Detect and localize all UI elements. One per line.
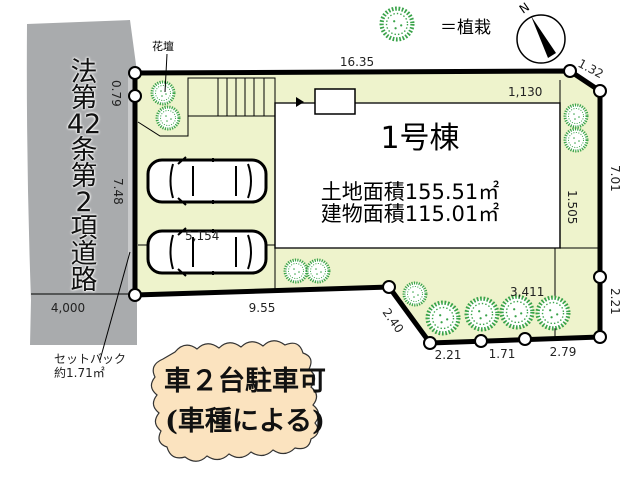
planting-circle-icon <box>402 281 428 307</box>
road-label-char: 第 <box>70 161 98 192</box>
dim-right-lower: 2.21 <box>608 288 622 315</box>
setback-leader <box>99 251 131 361</box>
dim-bottom-a: 2.21 <box>435 348 462 362</box>
road-label-char: 項 <box>70 213 98 244</box>
building-area: 建物面積115.01㎡ <box>321 202 499 226</box>
north-compass-icon: N <box>516 0 566 64</box>
dim-parking: 5,154 <box>185 229 219 243</box>
dim-setback-south: 3,411 <box>510 285 544 299</box>
parking-note: 車２台駐車可 (車種による) <box>150 362 340 442</box>
entrance-arrow-icon <box>296 97 304 107</box>
flower-bed <box>137 78 189 137</box>
dim-left-top: 0.79 <box>109 80 123 107</box>
setback-note: セットバック 約1.71㎡ <box>54 352 126 380</box>
compass-north-label: N <box>517 0 532 16</box>
road-label-char: 路 <box>70 265 98 296</box>
road-label-char: 2 <box>75 187 93 218</box>
dim-setback-top: 1,130 <box>508 85 542 99</box>
setback-strip <box>128 73 136 295</box>
planting-circle-icon <box>428 303 459 334</box>
dim-bottom-c: 2.79 <box>550 345 577 359</box>
planting-circle-icon <box>155 105 181 131</box>
dim-diagonal: 2.40 <box>380 306 407 336</box>
road-label-char: 42 <box>66 109 102 140</box>
planting-circle-icon <box>538 298 569 329</box>
road <box>26 20 137 345</box>
setback-line1: セットバック <box>54 352 127 366</box>
dim-bottom-left: 9.55 <box>249 301 276 315</box>
dim-top: 16.35 <box>340 55 374 69</box>
planting-circle-icon <box>563 103 589 129</box>
parking-note-line1: 車２台駐車可 <box>164 366 326 397</box>
planting-circle-icon <box>467 299 498 330</box>
road-label-char: 道 <box>70 239 98 270</box>
planting-circle-icon <box>150 80 176 106</box>
planting-circle-icon <box>305 258 331 284</box>
boundary-markers <box>128 64 607 350</box>
legend-label: ＝植栽 <box>440 18 491 38</box>
parking-note-line2: (車種による) <box>165 406 325 437</box>
parking-note-cloud <box>150 340 320 462</box>
planting-circle-icon <box>563 127 589 153</box>
car-1 <box>146 155 268 207</box>
road-label-char: 第 <box>70 83 98 114</box>
dim-bottom-b: 1.71 <box>489 347 516 361</box>
dim-road-width: 4,000 <box>51 301 85 315</box>
entrance-box <box>314 88 356 115</box>
planting-circle-icon <box>502 297 533 328</box>
planting-circle-icon <box>283 258 309 284</box>
road-label-char: 条 <box>70 135 98 166</box>
dim-setback-right: 1.505 <box>565 190 579 224</box>
flower-bed-label: 花壇 <box>152 39 174 53</box>
road-label-char: 法 <box>70 57 98 88</box>
dim-left: 7.48 <box>111 178 125 205</box>
dim-right: 7.01 <box>608 165 622 192</box>
legend-planting-icon <box>382 9 413 40</box>
land-area: 土地面積155.51㎡ <box>321 180 499 204</box>
building-name: 1号棟 <box>380 121 459 156</box>
setback-line2: 約1.71㎡ <box>54 366 105 380</box>
